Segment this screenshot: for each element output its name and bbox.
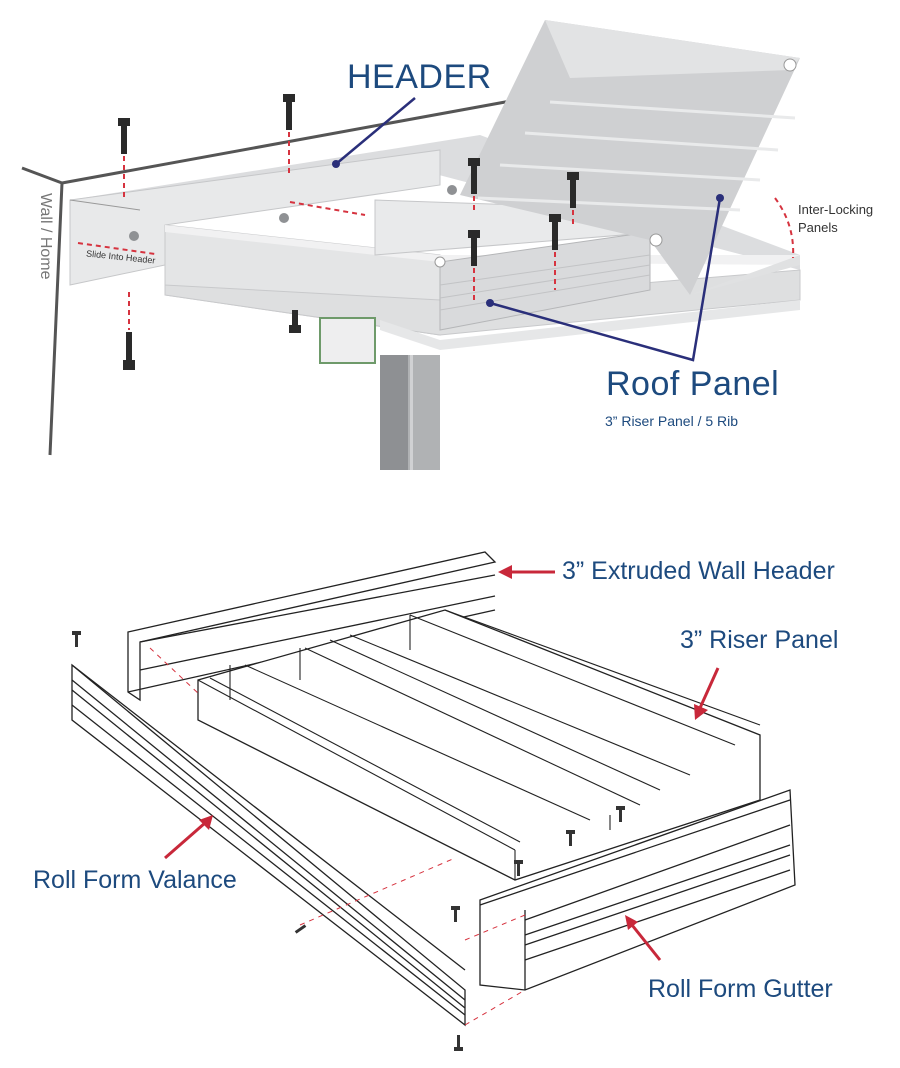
roll-form-gutter bbox=[479, 789, 796, 991]
top-assembly-diagram bbox=[21, 20, 801, 470]
roll-form-valance-label: Roll Form Valance bbox=[33, 866, 237, 894]
riser-panel-label: 3” Riser Panel bbox=[680, 626, 839, 654]
inter-locking-label: Inter-Locking bbox=[798, 202, 874, 217]
callout-arrows bbox=[164, 565, 720, 961]
alignment-guides bbox=[149, 647, 526, 1026]
roof-panel-sub-label: 3” Riser Panel / 5 Rib bbox=[605, 413, 739, 429]
roll-form-valance bbox=[71, 663, 466, 1027]
roll-form-gutter-label: Roll Form Gutter bbox=[648, 975, 833, 1003]
post-bracket bbox=[319, 317, 376, 364]
panels-label: Panels bbox=[798, 220, 838, 235]
riser-panel-frame bbox=[197, 609, 761, 881]
dashed-guides bbox=[77, 132, 795, 330]
wall-top-edge bbox=[61, 90, 561, 185]
extruded-wall-header-label: 3” Extruded Wall Header bbox=[562, 557, 835, 585]
extruded-wall-header bbox=[127, 551, 497, 702]
roof-panel-lip bbox=[545, 20, 800, 78]
small-screws bbox=[72, 631, 625, 1051]
header-label: HEADER bbox=[347, 58, 492, 96]
line-drawing bbox=[71, 551, 796, 1027]
roof-panel-label: Roof Panel bbox=[606, 365, 780, 403]
leader-lines bbox=[335, 97, 722, 362]
screws bbox=[118, 94, 579, 370]
wall-home-label: Wall / Home bbox=[37, 193, 54, 280]
